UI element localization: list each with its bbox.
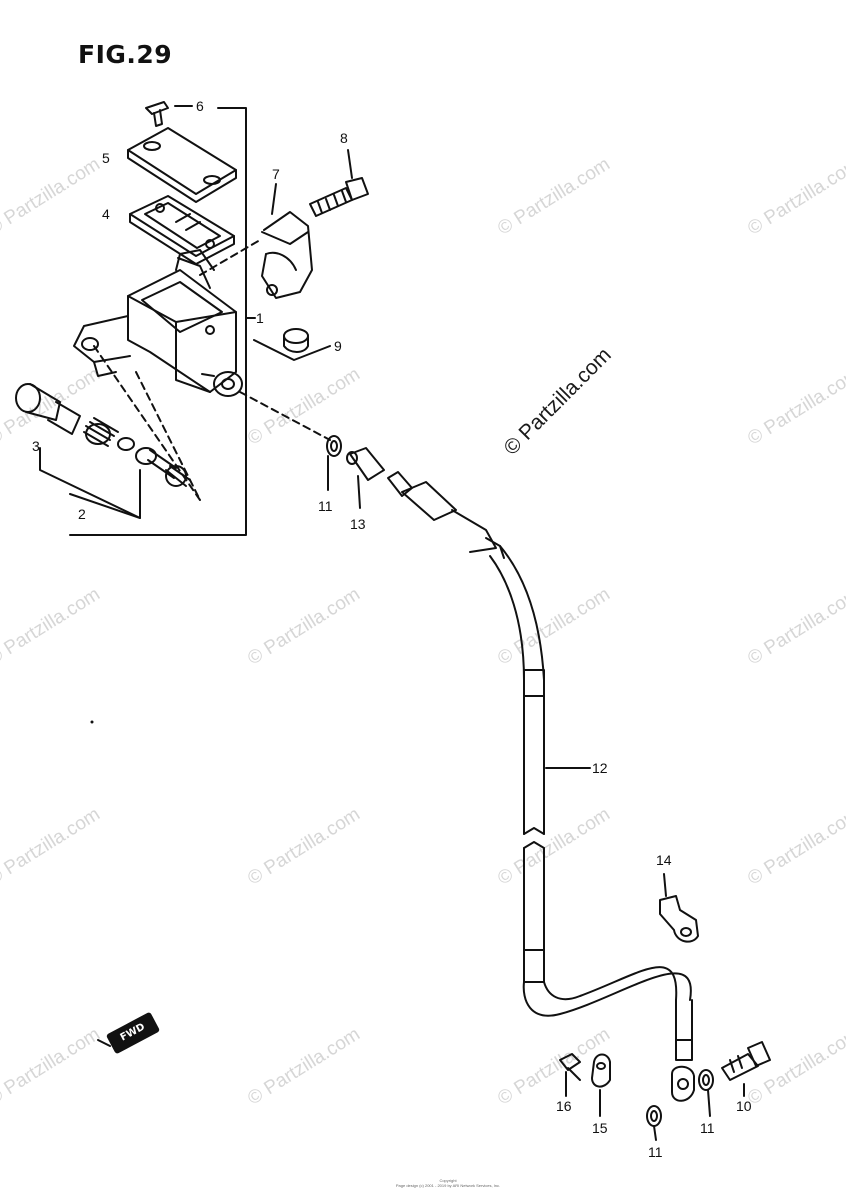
callout-6: 6 bbox=[196, 98, 204, 114]
page-footer: Copyright Page design (c) 2001 - 2019 by… bbox=[368, 1178, 528, 1188]
bolt-16-part bbox=[559, 1053, 581, 1097]
cap-part bbox=[253, 328, 331, 361]
master-cylinder-body-part bbox=[73, 249, 243, 397]
callout-16: 16 bbox=[556, 1098, 572, 1114]
callout-11-upper: 11 bbox=[318, 498, 333, 514]
hose-guide-part bbox=[591, 1053, 611, 1117]
holder-part bbox=[261, 183, 313, 299]
hose-clamp-part bbox=[659, 873, 699, 943]
figure-title: FIG.29 bbox=[78, 40, 173, 69]
callout-11-lower-b: 11 bbox=[700, 1120, 715, 1136]
union-bolt-upper-part bbox=[346, 447, 385, 509]
callout-10: 10 bbox=[736, 1098, 752, 1114]
callout-15: 15 bbox=[592, 1120, 608, 1136]
piston-assembly-part bbox=[15, 383, 191, 487]
diaphragm-part bbox=[129, 195, 235, 265]
callout-13: 13 bbox=[350, 516, 366, 532]
callout-11-lower-a: 11 bbox=[648, 1144, 663, 1160]
callout-2: 2 bbox=[78, 506, 86, 522]
clamp-bolt-part bbox=[309, 149, 369, 217]
brake-hose-part bbox=[387, 471, 695, 1102]
callout-5: 5 bbox=[102, 150, 110, 166]
callout-12: 12 bbox=[592, 760, 608, 776]
callout-8: 8 bbox=[340, 130, 348, 146]
reservoir-cap-part bbox=[127, 127, 237, 203]
footer-line-2: Page design (c) 2001 - 2019 by ARI Netwo… bbox=[395, 1183, 501, 1188]
callout-1: 1 bbox=[256, 310, 264, 326]
union-bolt-lower-part bbox=[721, 1041, 771, 1097]
cap-screw-part bbox=[145, 101, 169, 127]
callout-7: 7 bbox=[272, 166, 280, 182]
callout-4: 4 bbox=[102, 206, 110, 222]
callout-9: 9 bbox=[334, 338, 342, 354]
callout-14: 14 bbox=[656, 852, 672, 868]
callout-3: 3 bbox=[32, 438, 40, 454]
footer-line-1: Copyright bbox=[439, 1178, 457, 1183]
